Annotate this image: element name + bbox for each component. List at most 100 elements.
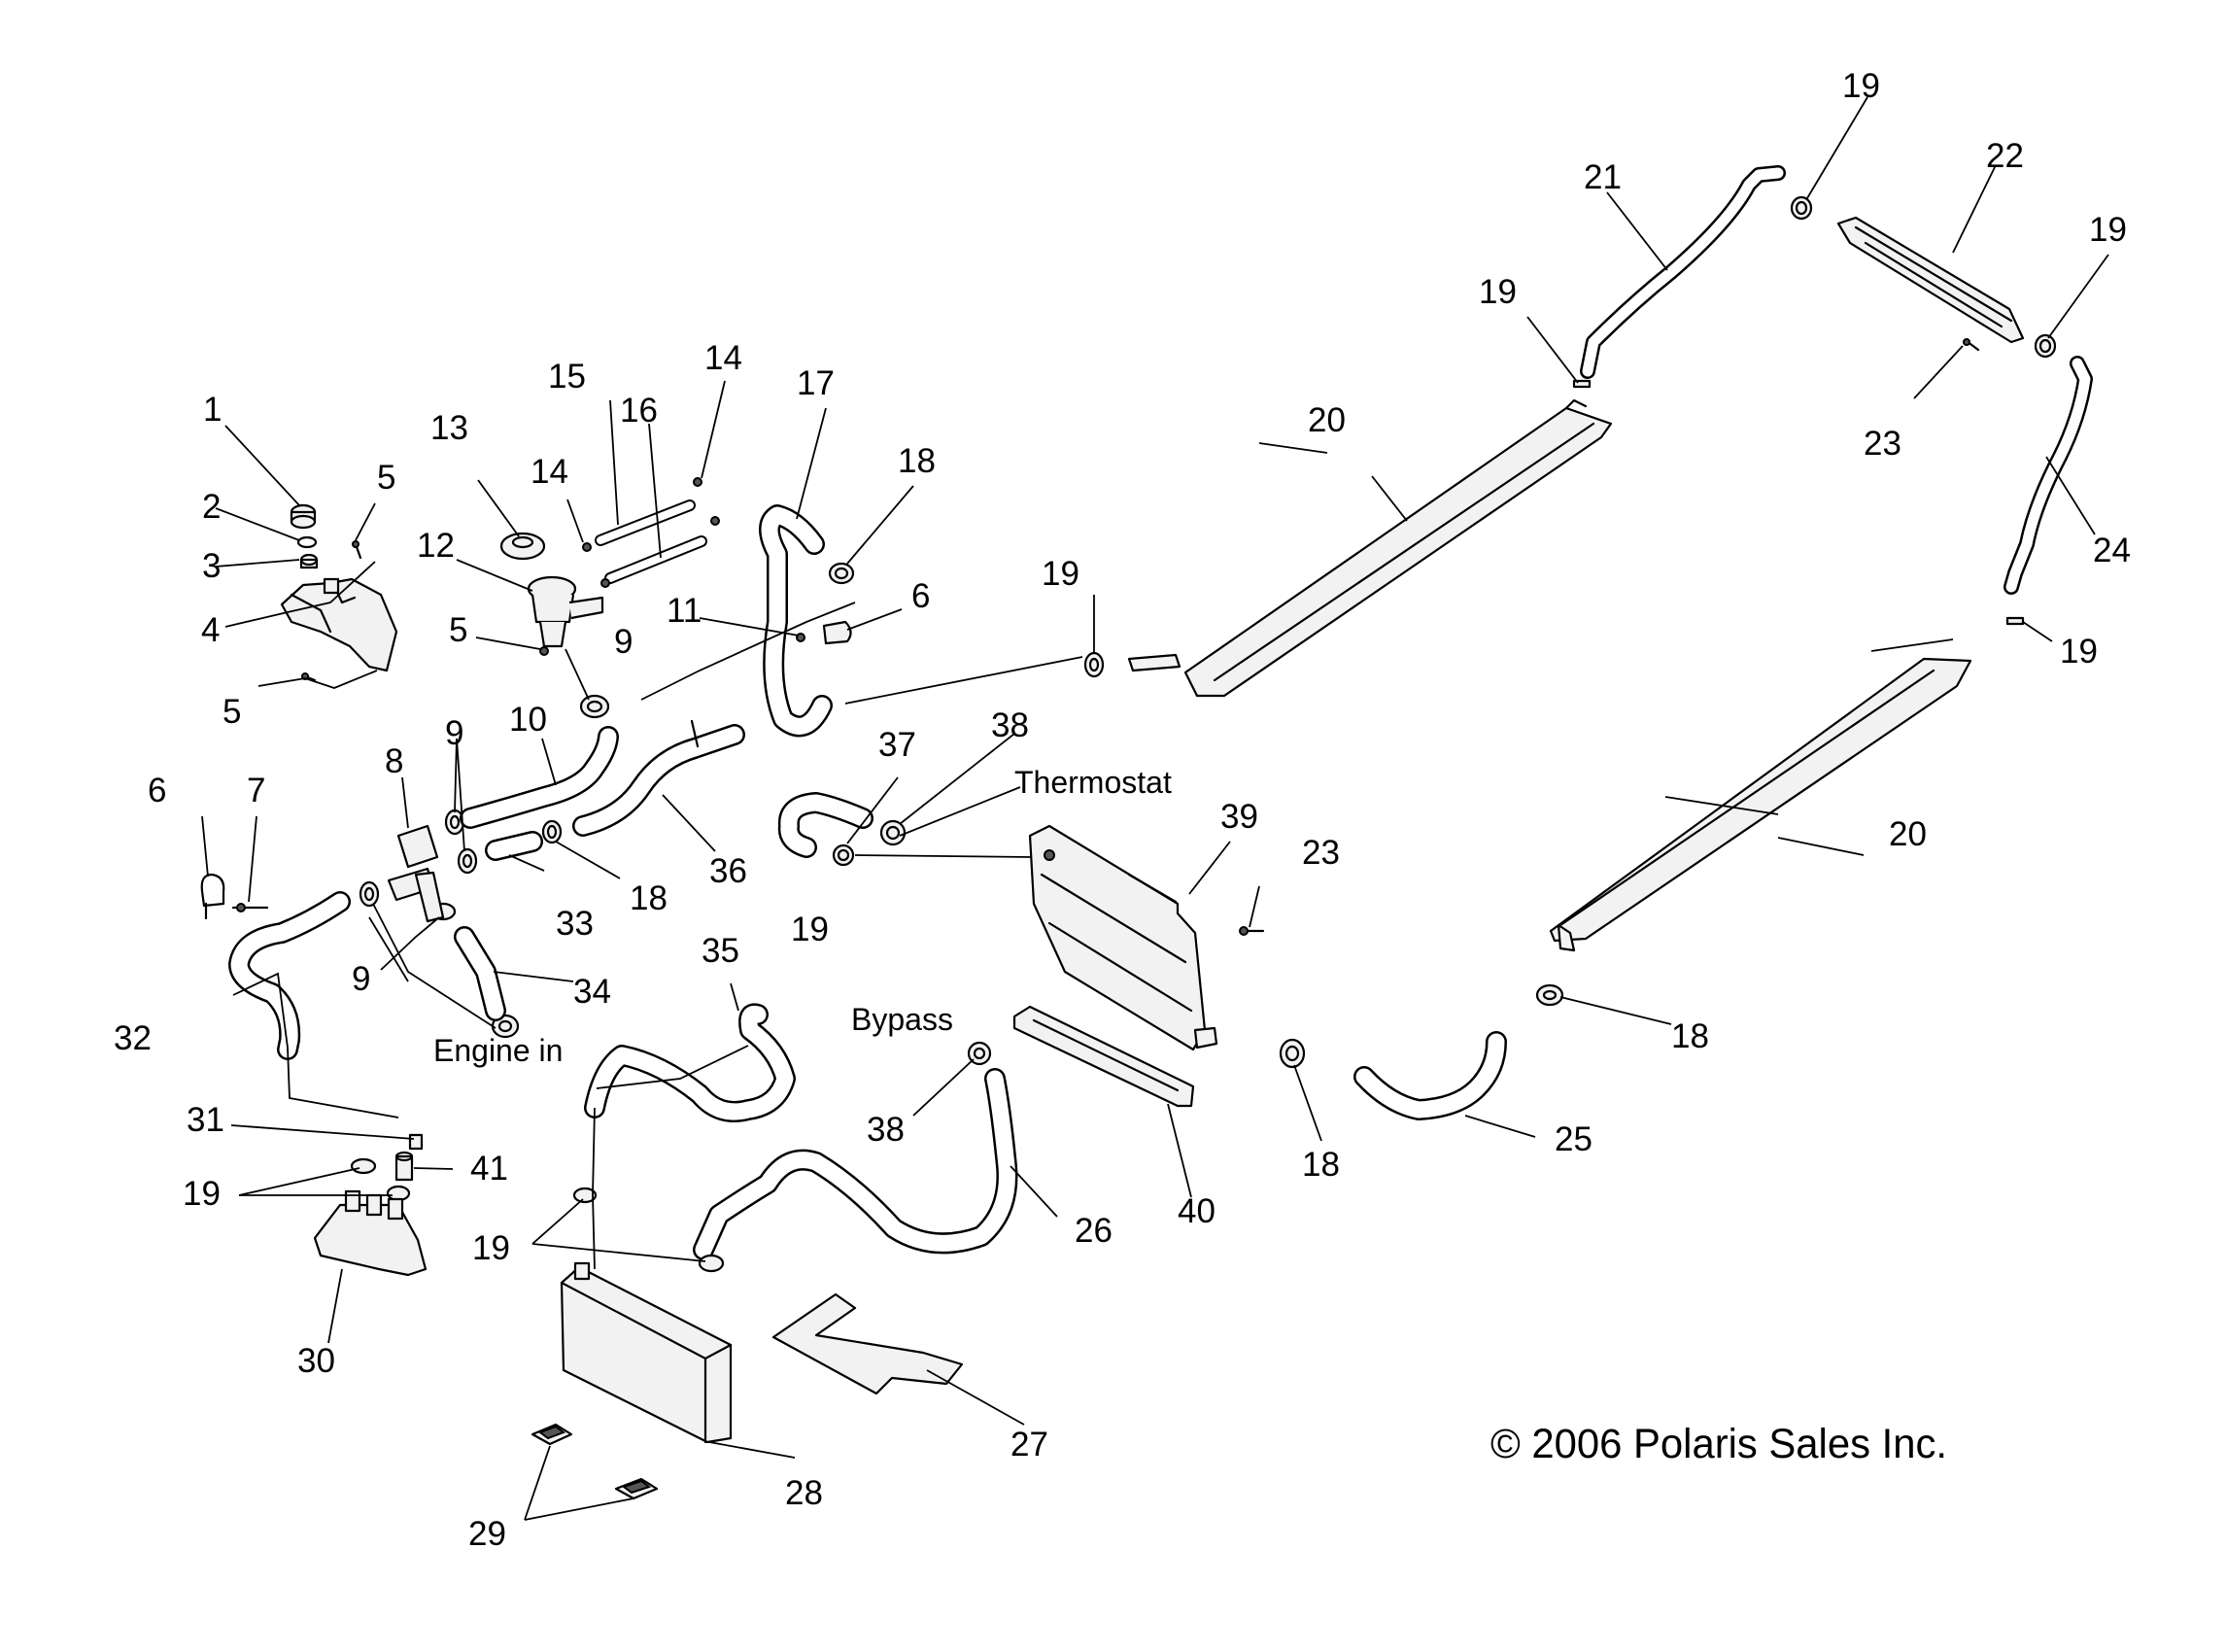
callout-15: 15 — [548, 358, 586, 396]
part-9-clamp-f — [491, 1014, 520, 1039]
part-19-clamp-i — [572, 1187, 598, 1204]
callout-34: 34 — [573, 973, 611, 1011]
part-34-hose — [454, 926, 506, 1021]
callout-14-b: 14 — [704, 339, 742, 377]
callout-28: 28 — [785, 1474, 823, 1512]
part-7-screw — [231, 903, 269, 912]
callout-38-a: 38 — [991, 706, 1029, 744]
callout-9-b: 9 — [352, 960, 370, 998]
part-9-clamp-a — [579, 694, 610, 719]
callout-39: 39 — [1220, 798, 1258, 836]
part-37-hose — [777, 792, 873, 858]
callout-26: 26 — [1075, 1212, 1113, 1250]
part-19-clamp-j — [698, 1254, 725, 1273]
part-27-shroud — [771, 1292, 964, 1395]
callout-18-d: 18 — [1671, 1017, 1709, 1055]
callout-19-g: 19 — [183, 1175, 221, 1213]
callout-3: 3 — [202, 547, 221, 585]
callout-18-c: 18 — [1302, 1146, 1340, 1184]
callout-22: 22 — [1986, 137, 2024, 175]
part-6-clamp-left — [200, 873, 225, 920]
annotation-thermostat: Thermostat — [1014, 765, 1172, 800]
callout-19-a: 19 — [1842, 67, 1880, 105]
part-23-screw-b — [1963, 338, 1980, 352]
callout-17: 17 — [797, 364, 835, 402]
part-38-clamp-bypass — [967, 1041, 992, 1066]
part-38-clamp-top — [879, 819, 907, 846]
part-19-clamp-b — [2034, 333, 2057, 359]
callout-20-a: 20 — [1308, 401, 1346, 439]
part-2-gasket — [296, 535, 318, 549]
callout-41: 41 — [470, 1150, 508, 1187]
leader-lines — [201, 96, 2109, 1521]
callout-labels: 1 2 3 4 5 5 5 6 6 7 8 9 9 9 10 11 12 13 … — [114, 67, 2131, 1553]
part-19-clamp-e — [1083, 651, 1105, 678]
callout-2: 2 — [202, 488, 221, 526]
part-20-cooler-upper — [1127, 398, 1613, 698]
callout-18-b: 18 — [630, 879, 668, 917]
part-18-clamp-b — [541, 819, 563, 844]
callout-12: 12 — [417, 527, 455, 565]
part-22-cooler-panel — [1836, 216, 2025, 344]
part-20-cooler-lower — [1549, 657, 1972, 952]
part-31-nipple — [408, 1133, 424, 1151]
callout-19-c: 19 — [1479, 273, 1517, 311]
part-15-tube — [595, 499, 696, 546]
part-24-tube — [2003, 356, 2093, 595]
part-26-hose — [693, 1068, 1018, 1260]
callout-19-f: 19 — [791, 911, 829, 948]
part-28-radiator — [560, 1261, 733, 1444]
part-29-clip-a — [531, 1423, 573, 1446]
copyright-notice: © 2006 Polaris Sales Inc. — [1490, 1421, 1947, 1467]
callout-5-b: 5 — [449, 611, 467, 649]
part-25-hose — [1353, 1031, 1507, 1120]
part-12-filler-neck — [527, 575, 604, 648]
callout-29: 29 — [468, 1515, 506, 1553]
part-14-fitting-a — [693, 477, 702, 487]
callout-4: 4 — [201, 611, 220, 649]
part-3-filter — [299, 553, 319, 569]
part-21-tube — [1580, 165, 1786, 379]
callout-24: 24 — [2093, 532, 2131, 569]
callout-23-b: 23 — [1302, 834, 1340, 872]
callout-19-e: 19 — [1042, 555, 1079, 593]
part-18-clamp-c — [1279, 1038, 1306, 1069]
callout-1: 1 — [203, 391, 222, 429]
callout-23-a: 23 — [1864, 425, 1901, 463]
part-29-clip-b — [614, 1477, 659, 1500]
part-33-hose — [485, 831, 543, 861]
callout-30: 30 — [297, 1342, 335, 1380]
part-14-fitting-d — [600, 578, 610, 588]
callout-5-c: 5 — [223, 693, 241, 731]
part-19-clamp-c — [1572, 379, 1592, 389]
part-41-fitting — [394, 1151, 414, 1182]
callout-5-a: 5 — [377, 459, 395, 497]
callout-19-d: 19 — [2060, 633, 2098, 671]
callout-14-a: 14 — [531, 453, 568, 491]
callout-8: 8 — [385, 742, 403, 780]
part-5-screw-bottom — [301, 672, 317, 682]
part-19-clamp-a — [1790, 195, 1813, 221]
part-10-hose — [460, 726, 619, 829]
callout-31: 31 — [187, 1101, 224, 1139]
part-9-clamp-d — [359, 880, 380, 908]
callout-16: 16 — [620, 392, 658, 430]
part-40-gasket — [1012, 1005, 1195, 1108]
callout-38-b: 38 — [867, 1111, 905, 1149]
part-16-tube — [604, 535, 707, 584]
part-35-hose — [584, 1003, 796, 1122]
part-14-fitting-b — [582, 542, 592, 552]
callout-9-a: 9 — [445, 714, 463, 752]
part-39-heat-exchanger — [1028, 824, 1218, 1051]
part-1-cap — [290, 503, 317, 530]
callout-9-c: 9 — [614, 623, 633, 661]
part-8-tee-fitting — [387, 824, 445, 923]
callout-37: 37 — [878, 726, 916, 764]
callout-35: 35 — [702, 932, 739, 970]
part-5-screw-top — [352, 540, 362, 560]
callout-7: 7 — [247, 772, 265, 809]
part-18-clamp-a — [828, 562, 855, 585]
part-5-screw-mid — [539, 646, 549, 656]
part-19-clamp-d — [2005, 616, 2025, 626]
